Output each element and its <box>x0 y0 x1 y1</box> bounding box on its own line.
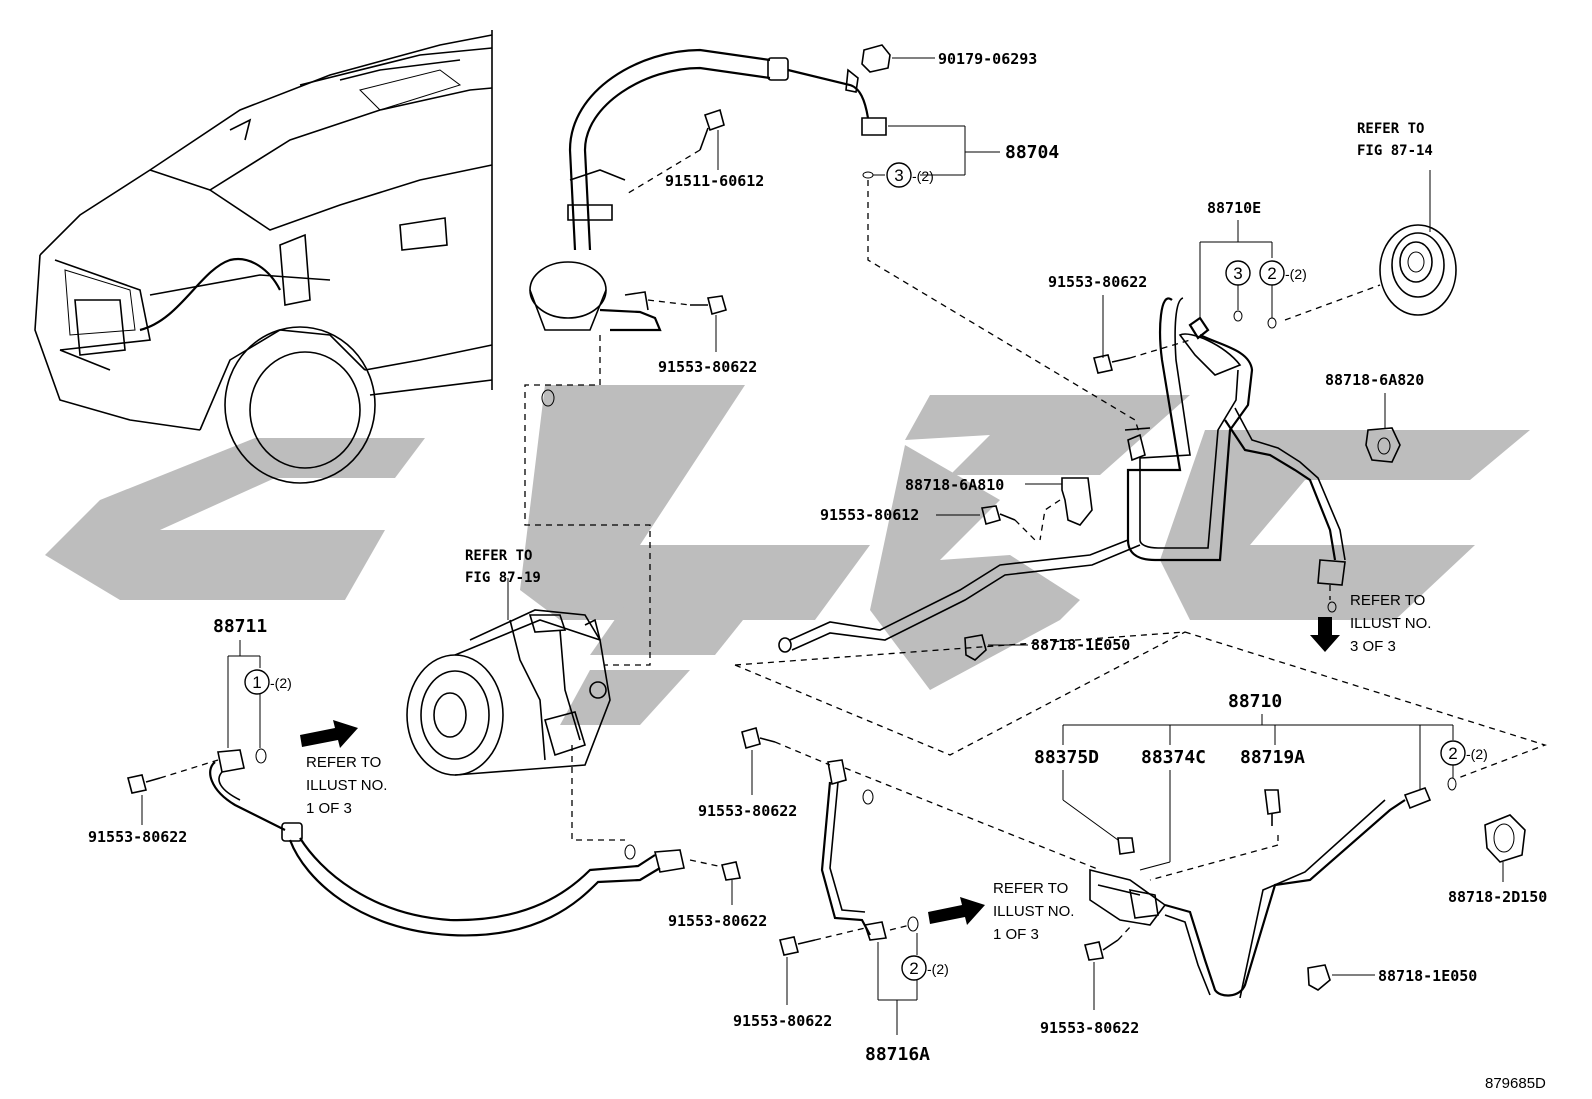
label-91553-80612: 91553-80612 <box>820 506 919 524</box>
qty-2-bottom: -(2) <box>927 961 949 977</box>
refer-fig-87-14-l2: FIG 87-14 <box>1357 143 1433 159</box>
callout-1: 1 <box>252 673 261 692</box>
bolt-91553-f: 91553-80622 <box>733 927 866 1030</box>
bolt-91511: 91511-60612 <box>624 108 764 196</box>
label-91553-c: 91553-80622 <box>88 828 187 846</box>
illust1a-l3: 1 OF 3 <box>306 800 352 817</box>
illust3-l2: ILLUST NO. <box>1350 615 1431 632</box>
pipe-88710E <box>1124 297 1346 586</box>
callout-2-right: 2 <box>1448 744 1457 763</box>
detail-boundary <box>734 631 1547 779</box>
label-88718-1E050-a: 88718-1E050 <box>1031 636 1130 654</box>
label-91553-g: 91553-80622 <box>1040 1019 1139 1037</box>
refer-fig-87-19-l1: REFER TO <box>465 548 532 564</box>
qty-3-top: -(2) <box>912 168 934 184</box>
label-91553-b: 91553-80622 <box>1048 273 1147 291</box>
illust1a-l2: ILLUST NO. <box>306 777 387 794</box>
refer-illust-1-of-3-b: REFER TO ILLUST NO. 1 OF 3 <box>928 880 1074 943</box>
label-91553-a: 91553-80622 <box>658 358 757 376</box>
illust3-l1: REFER TO <box>1350 592 1425 609</box>
label-88375D: 88375D <box>1034 747 1099 768</box>
label-88710E: 88710E <box>1207 199 1261 217</box>
label-90179: 90179-06293 <box>938 50 1037 68</box>
label-88718-6A810: 88718-6A810 <box>905 476 1004 494</box>
clamp-88718-1E050-b: 88718-1E050 <box>1307 964 1477 991</box>
clamp-88718-1E050-a: 88718-1E050 <box>964 634 1130 661</box>
bracket-88704: 88704 3 -(2) <box>862 125 1059 188</box>
refer-fig-87-19-l2: FIG 87-19 <box>465 570 541 586</box>
refer-fig-87-14-l1: REFER TO <box>1357 121 1424 137</box>
callout-3-top: 3 <box>894 166 903 185</box>
dashed-links-compressor <box>524 335 651 666</box>
ac-compressor <box>406 578 611 776</box>
dashed-link-88704 <box>867 180 1141 436</box>
label-91511: 91511-60612 <box>665 172 764 190</box>
label-91553-e: 91553-80622 <box>698 802 797 820</box>
callout-3-mid: 3 <box>1233 264 1242 283</box>
assembly-88710: 88710 88375D 88374C 88719A 2 -(2) <box>1034 691 1488 999</box>
pipe-88716A: 91553-80622 2 -(2) 88716A <box>698 727 1101 1065</box>
grommet-88718-2D150: 88718-2D150 <box>1448 814 1547 906</box>
callout-2-mid: 2 <box>1267 264 1276 283</box>
label-88711: 88711 <box>213 616 267 637</box>
label-88718-2D150: 88718-2D150 <box>1448 888 1547 906</box>
bolt-91553-d: 91553-80622 <box>571 745 767 930</box>
illust1b-l3: 1 OF 3 <box>993 926 1039 943</box>
refer-illust-1-of-3-a: REFER TO ILLUST NO. 1 OF 3 <box>300 720 387 817</box>
qty-2-right: -(2) <box>1466 746 1488 762</box>
label-91553-d: 91553-80622 <box>668 912 767 930</box>
label-88718-6A820: 88718-6A820 <box>1325 371 1424 389</box>
label-91553-f: 91553-80622 <box>733 1012 832 1030</box>
qty-1: -(2) <box>270 675 292 691</box>
watermark-logo <box>45 385 1530 725</box>
label-88719A: 88719A <box>1240 747 1305 768</box>
label-88716A: 88716A <box>865 1044 930 1065</box>
bolt-91553-g: 91553-80622 <box>1040 924 1139 1037</box>
label-88718-1E050-b: 88718-1E050 <box>1378 967 1477 985</box>
clamp-88718-6A820: 88718-6A820 <box>1325 371 1424 463</box>
illust3-l3: 3 OF 3 <box>1350 638 1396 655</box>
bracket-88710E: 88710E 3 2 -(2) <box>1199 199 1307 329</box>
bolt-91553-b: 91553-80622 <box>1048 273 1191 374</box>
label-88710: 88710 <box>1228 691 1282 712</box>
bolt-91553-c: 91553-80622 <box>88 759 219 846</box>
bracket-88718-6A810: 88718-6A810 <box>905 476 1093 541</box>
illust1b-l1: REFER TO <box>993 880 1068 897</box>
detail-boundary-2 <box>734 631 1186 756</box>
refer-illust-3-of-3: REFER TO ILLUST NO. 3 OF 3 <box>1310 585 1431 655</box>
bolt-91553-80612: 91553-80612 <box>820 505 1036 541</box>
illust1a-l1: REFER TO <box>306 754 381 771</box>
figure-id: 879685D <box>1485 1075 1546 1092</box>
cap-90179: 90179-06293 <box>861 44 1037 73</box>
suction-hose-88704 <box>529 48 887 332</box>
bolt-91553-a: 91553-80622 <box>647 295 757 376</box>
discharge-hose-88711: 88711 1 -(2) <box>209 616 685 937</box>
grommet-fig-87-14 <box>1284 170 1457 321</box>
illust1b-l2: ILLUST NO. <box>993 903 1074 920</box>
callout-2-bottom: 2 <box>909 959 918 978</box>
qty-2-mid: -(2) <box>1285 266 1307 282</box>
vehicle-illustration <box>34 30 493 484</box>
label-88374C: 88374C <box>1141 747 1206 768</box>
label-88704: 88704 <box>1005 142 1059 163</box>
liquid-line-pipe <box>778 539 1141 653</box>
